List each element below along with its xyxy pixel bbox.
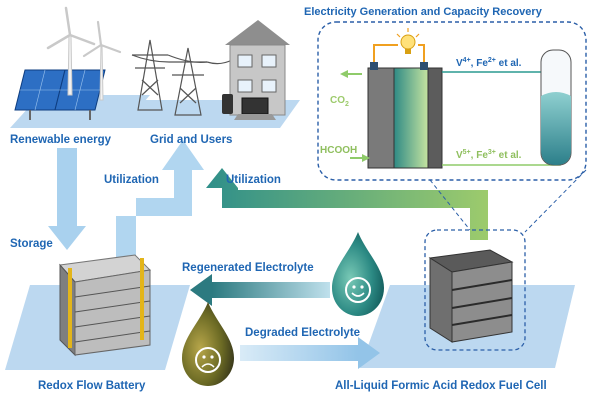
label-utilization-right: Utilization bbox=[226, 174, 281, 186]
label-regenerated: Regenerated Electrolyte bbox=[182, 262, 314, 274]
transmission-tower-icon bbox=[131, 39, 233, 116]
label-co2: CO2 bbox=[330, 95, 349, 108]
degraded-arrow bbox=[240, 337, 380, 369]
label-rfb: Redox Flow Battery bbox=[38, 380, 146, 392]
utilization-right-arrow bbox=[206, 168, 488, 240]
regenerated-arrow bbox=[190, 274, 330, 306]
solar-panel-icon bbox=[14, 69, 106, 120]
label-utilization-left: Utilization bbox=[104, 174, 159, 186]
sad-face-icon bbox=[182, 302, 234, 386]
label-inset-title: Electricity Generation and Capacity Reco… bbox=[304, 6, 543, 18]
label-storage: Storage bbox=[10, 238, 53, 250]
label-hcooh: HCOOH bbox=[320, 145, 357, 156]
happy-face-icon bbox=[332, 232, 384, 316]
battery-stack-icon bbox=[59, 254, 152, 357]
label-renewable: Renewable energy bbox=[10, 134, 112, 146]
utilization-left-arrow bbox=[116, 140, 204, 262]
label-v5: V5+, Fe3+ et al. bbox=[456, 149, 522, 161]
label-v4: V4+, Fe2+ et al. bbox=[456, 57, 522, 69]
wind-turbine-icon bbox=[46, 6, 122, 101]
label-fuel-cell: All-Liquid Formic Acid Redox Fuel Cell bbox=[335, 380, 547, 392]
laptop-icon bbox=[234, 97, 276, 120]
label-degraded: Degraded Electrolyte bbox=[245, 327, 360, 339]
fuel-cell-stack-icon bbox=[424, 229, 526, 351]
lightbulb-icon bbox=[396, 28, 420, 54]
cell-schematic bbox=[340, 44, 572, 169]
label-grid: Grid and Users bbox=[150, 134, 232, 146]
phone-icon bbox=[222, 94, 233, 114]
storage-arrow bbox=[48, 148, 86, 250]
